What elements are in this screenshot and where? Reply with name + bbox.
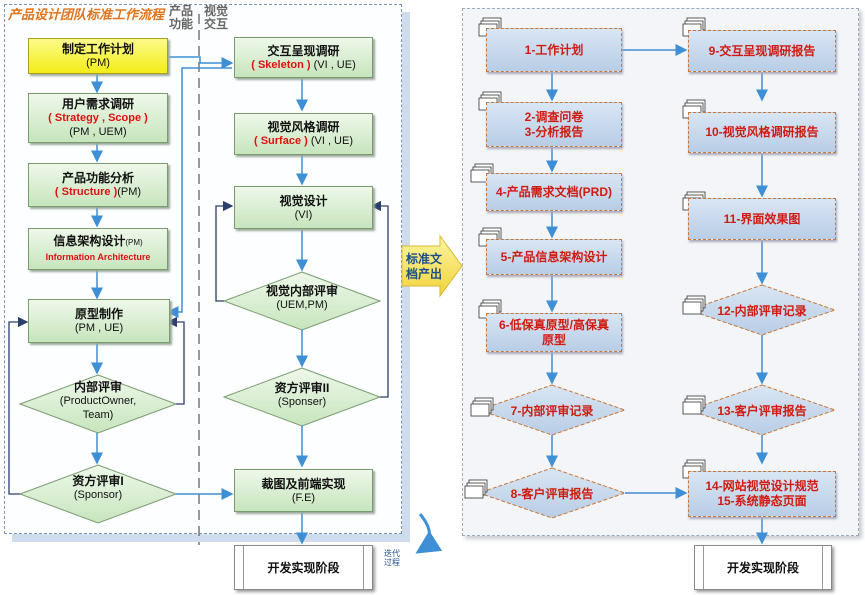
doc-2-3[interactable]: 2-调查问卷 3-分析报告: [486, 102, 622, 147]
step-analysis-title: 产品功能分析: [61, 171, 134, 185]
step-ia[interactable]: 信息架构设计(PM) Information Architecture: [28, 228, 168, 270]
step-frontend-role: (F.E): [291, 491, 316, 504]
doc-5[interactable]: 5-产品信息架构设计: [486, 239, 622, 275]
step-visual-design[interactable]: 视觉设计 (VI): [234, 186, 373, 229]
step-research[interactable]: 用户需求调研 ( Strategy , Scope ) (PM , UEM): [28, 93, 168, 143]
doc-8[interactable]: 8-客户评审报告: [510, 487, 594, 501]
step-analysis-phase: ( Structure ): [54, 186, 118, 198]
step-frontend-title: 裁图及前端实现: [261, 476, 346, 491]
d12-diamond: [687, 284, 837, 336]
step-ia-title: 信息架构设计: [53, 234, 126, 248]
visual-review-title: 视觉内部评审: [265, 284, 338, 298]
iteration-label: 迭代 过程: [384, 549, 400, 567]
step-visual-design-role: (VI): [294, 208, 313, 221]
iteration-arrow: [415, 513, 443, 554]
sponsor-review2-role: (Sponser): [277, 396, 327, 408]
sponsor-review1-diamond: [18, 464, 178, 524]
sponsor-review2-title: 资方评审II: [274, 381, 330, 395]
doc-9[interactable]: 9-交互呈现调研报告: [688, 30, 836, 72]
step-plan-title: 制定工作计划: [61, 42, 134, 56]
step-research-title: 用户需求调研: [61, 97, 134, 111]
doc-10[interactable]: 10-视觉风格调研报告: [688, 112, 836, 153]
step-visual-design-title: 视觉设计: [279, 193, 328, 208]
step-prototype-title: 原型制作: [74, 307, 123, 321]
step-prototype[interactable]: 原型制作 (PM , UE): [28, 299, 170, 343]
d8-diamond: [477, 467, 627, 519]
step-dev-right-title: 开发实现阶段: [726, 560, 799, 575]
internal-review-label[interactable]: 内部评审 (ProductOwner, Team): [30, 380, 166, 422]
step-research-role: (PM , UEM): [69, 126, 127, 138]
step-surface-role: (VI , UE): [307, 135, 354, 147]
visual-review-role: (UEM,PM): [276, 299, 328, 311]
doc-stack-icon: [682, 395, 706, 415]
step-research-phase: ( Strategy , Scope ): [48, 112, 148, 124]
doc-12[interactable]: 12-内部评审记录: [717, 304, 807, 318]
internal-review-role2: Team): [82, 409, 114, 421]
doc-4[interactable]: 4-产品需求文档(PRD): [486, 173, 622, 211]
page-title: 产品设计团队标准工作流程: [8, 7, 165, 22]
column-label-visual: 视觉交互: [203, 4, 228, 31]
step-prototype-role: (PM , UE): [74, 322, 124, 334]
doc-7[interactable]: 7-内部评审记录: [510, 404, 594, 418]
step-surface-title: 视觉风格调研: [267, 120, 340, 134]
doc-13[interactable]: 13-客户评审报告: [717, 404, 807, 418]
doc-stack-icon: [682, 295, 706, 315]
step-analysis[interactable]: 产品功能分析 ( Structure )(PM): [28, 163, 168, 207]
sponsor-review1-label[interactable]: 资方评审I (Sponsor): [30, 474, 166, 502]
doc-6[interactable]: 6-低保真原型/高保真 原型: [486, 313, 622, 352]
step-dev-left[interactable]: 开发实现阶段: [234, 545, 373, 590]
doc-14-15[interactable]: 14-网站视觉设计规范 15-系统静态页面: [688, 471, 836, 517]
step-skeleton[interactable]: 交互呈现调研 ( Skeleton ) (VI , UE): [234, 37, 373, 78]
d7-diamond: [477, 384, 627, 436]
column-label-product: 产品功能: [168, 4, 193, 31]
doc-stack-icon: [464, 479, 488, 499]
callout-label: 标准文 档产出: [405, 252, 442, 281]
step-surface[interactable]: 视觉风格调研 ( Surface ) (VI , UE): [234, 113, 373, 155]
doc-stack-icon: [470, 397, 494, 417]
visual-review-label[interactable]: 视觉内部评审 (UEM,PM): [236, 284, 368, 312]
step-ia-role: (PM): [125, 238, 143, 247]
internal-review-title: 内部评审: [73, 380, 122, 394]
sponsor-review1-role: (Sponsor): [73, 489, 123, 501]
step-ia-phase: Information Architecture: [45, 252, 151, 262]
d13-diamond: [687, 384, 837, 436]
sponsor-review1-title: 资方评审I: [72, 474, 124, 488]
internal-review-role1: (ProductOwner,: [59, 395, 137, 407]
step-skeleton-phase: ( Skeleton ): [251, 58, 311, 71]
step-skeleton-role: (VI , UE): [310, 58, 356, 71]
step-analysis-role: (PM): [117, 186, 142, 198]
doc-11[interactable]: 11-界面效果图: [688, 198, 836, 240]
step-skeleton-title: 交互呈现调研: [267, 43, 340, 58]
step-dev-right[interactable]: 开发实现阶段: [694, 545, 832, 590]
step-frontend[interactable]: 裁图及前端实现 (F.E): [234, 469, 373, 512]
step-plan-role: (PM): [86, 57, 110, 69]
step-plan[interactable]: 制定工作计划 (PM): [28, 38, 168, 74]
sponsor-review2-label[interactable]: 资方评审II (Sponser): [236, 381, 368, 409]
step-dev-left-title: 开发实现阶段: [267, 560, 340, 575]
step-surface-phase: ( Surface ): [253, 135, 308, 147]
internal-review-diamond: [18, 374, 178, 434]
callout-arrow: [401, 234, 463, 298]
doc-1[interactable]: 1-工作计划: [486, 28, 622, 72]
